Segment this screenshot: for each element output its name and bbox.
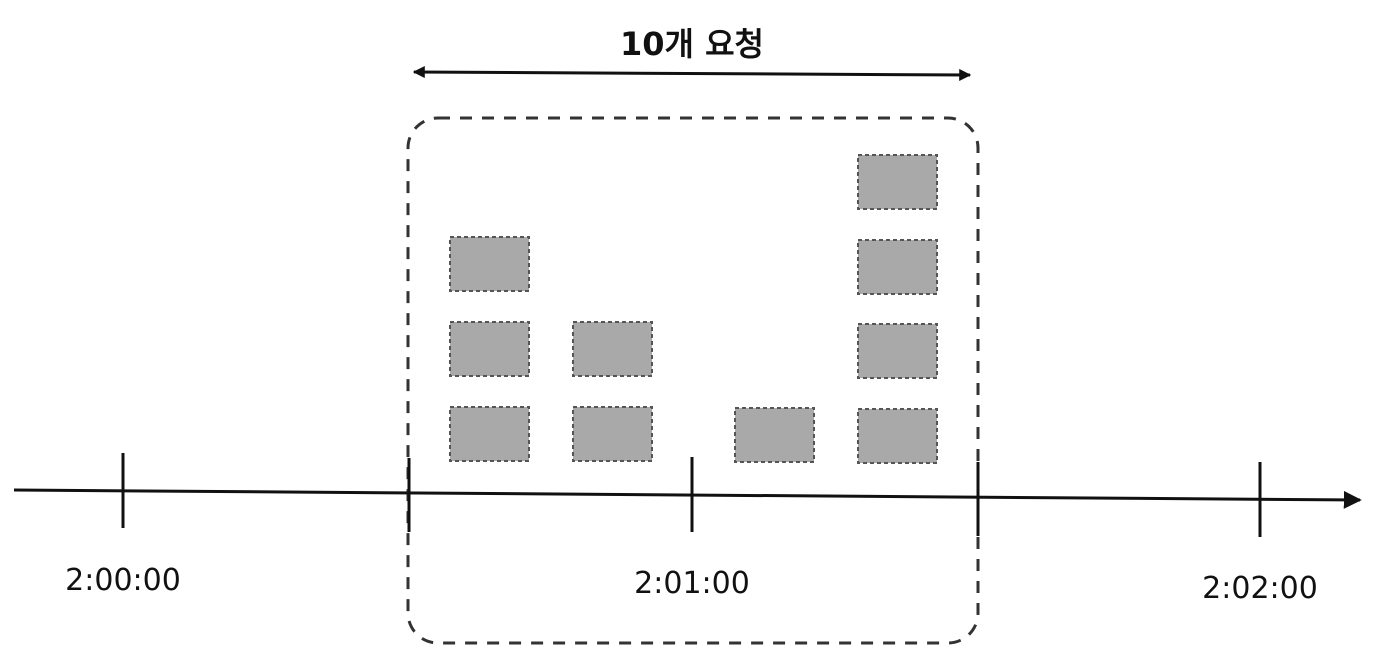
request-stack-1: [449, 236, 530, 462]
request-box: [857, 323, 938, 379]
timeline-axis: [13, 488, 1362, 509]
request-box: [572, 321, 653, 377]
request-box: [857, 239, 938, 295]
request-box: [857, 154, 938, 210]
request-box: [857, 408, 938, 464]
window-request-count-label: 10개 요청: [620, 25, 764, 63]
time-label-2-00-00: 2:00:00: [65, 563, 181, 598]
time-label-2-02-00: 2:02:00: [1202, 571, 1318, 606]
window-span-arrow: [412, 66, 972, 81]
request-stack-2: [572, 321, 653, 462]
sliding-window-boundary: [406, 116, 980, 645]
request-box: [572, 406, 653, 462]
request-box: [449, 406, 530, 462]
request-box: [734, 407, 815, 463]
request-stack-4: [857, 154, 938, 464]
time-label-2-01-00: 2:01:00: [634, 566, 750, 601]
request-stack-3: [734, 407, 815, 463]
request-box: [449, 321, 530, 377]
request-box: [449, 236, 530, 292]
